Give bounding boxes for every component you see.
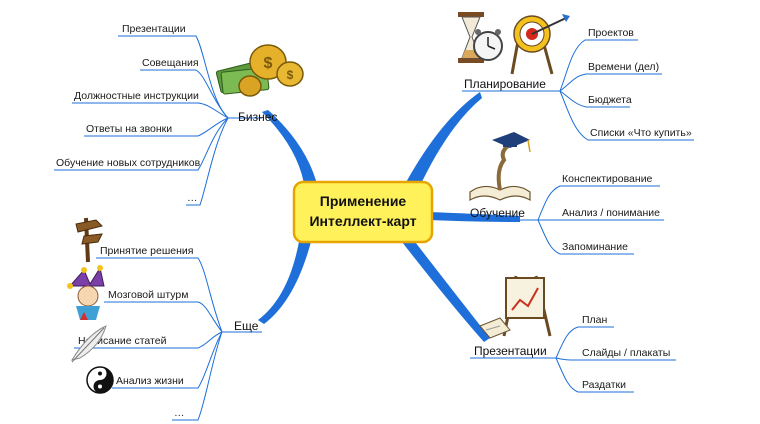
target-icon (510, 14, 570, 75)
more-item[interactable]: Анализ жизни (116, 375, 184, 387)
center-title-line1: Применение (320, 193, 407, 209)
business-item[interactable]: Обучение новых сотрудников (56, 157, 201, 169)
center-box (292, 180, 434, 244)
planning-item[interactable]: Времени (дел) (588, 61, 659, 73)
business-lines (54, 35, 262, 206)
branch-label-planning[interactable]: Планирование (464, 77, 546, 91)
book-graduation-icon (469, 132, 531, 202)
presentations-item[interactable]: Слайды / плакаты (582, 347, 670, 359)
connector-presentations (402, 238, 490, 342)
center-node[interactable]: Применение Интеллект-карт (292, 180, 434, 244)
planning-lines (462, 39, 694, 141)
planning-item[interactable]: Бюджета (588, 94, 632, 106)
planning-item[interactable]: Списки «Что купить» (590, 127, 692, 139)
learning-lines (470, 185, 664, 255)
business-item: … (187, 192, 198, 204)
coins-money-icon: $ $ (215, 44, 304, 97)
feather-quill-icon (70, 325, 107, 363)
more-item[interactable]: Принятие решения (100, 245, 193, 257)
presentations-item[interactable]: Раздатки (582, 379, 626, 391)
more-lines (74, 257, 262, 421)
business-item[interactable]: Презентации (122, 23, 186, 35)
jester-icon (67, 265, 105, 320)
planning-item[interactable]: Проектов (588, 27, 634, 39)
business-item[interactable]: Должностные инструкции (74, 90, 199, 102)
branch-label-presentations[interactable]: Презентации (474, 344, 547, 358)
svg-text:$: $ (264, 55, 273, 72)
alarm-clock-icon (473, 29, 503, 61)
yin-yang-icon (86, 366, 114, 394)
learning-item[interactable]: Анализ / понимание (562, 207, 660, 219)
more-item[interactable]: Мозговой штурм (108, 289, 188, 301)
main-connectors (258, 92, 520, 342)
center-title-line2: Интеллект-карт (309, 213, 416, 229)
connector-business (262, 110, 318, 190)
learning-item[interactable]: Конспектирование (562, 173, 653, 185)
signpost-icon (75, 217, 103, 263)
presentations-item[interactable]: План (582, 314, 608, 326)
branch-label-learning[interactable]: Обучение (470, 206, 525, 220)
svg-text:$: $ (287, 68, 294, 82)
business-item[interactable]: Ответы на звонки (86, 123, 172, 135)
connector-more (258, 236, 312, 324)
presentations-lines (470, 326, 676, 393)
learning-item[interactable]: Запоминание (562, 241, 628, 253)
branch-label-business[interactable]: Бизнес (238, 110, 277, 124)
business-item[interactable]: Совещания (142, 57, 199, 69)
connector-planning (404, 92, 482, 190)
easel-chart-icon (479, 275, 552, 339)
branch-label-more[interactable]: Еще (234, 319, 259, 333)
more-item: … (174, 407, 185, 419)
